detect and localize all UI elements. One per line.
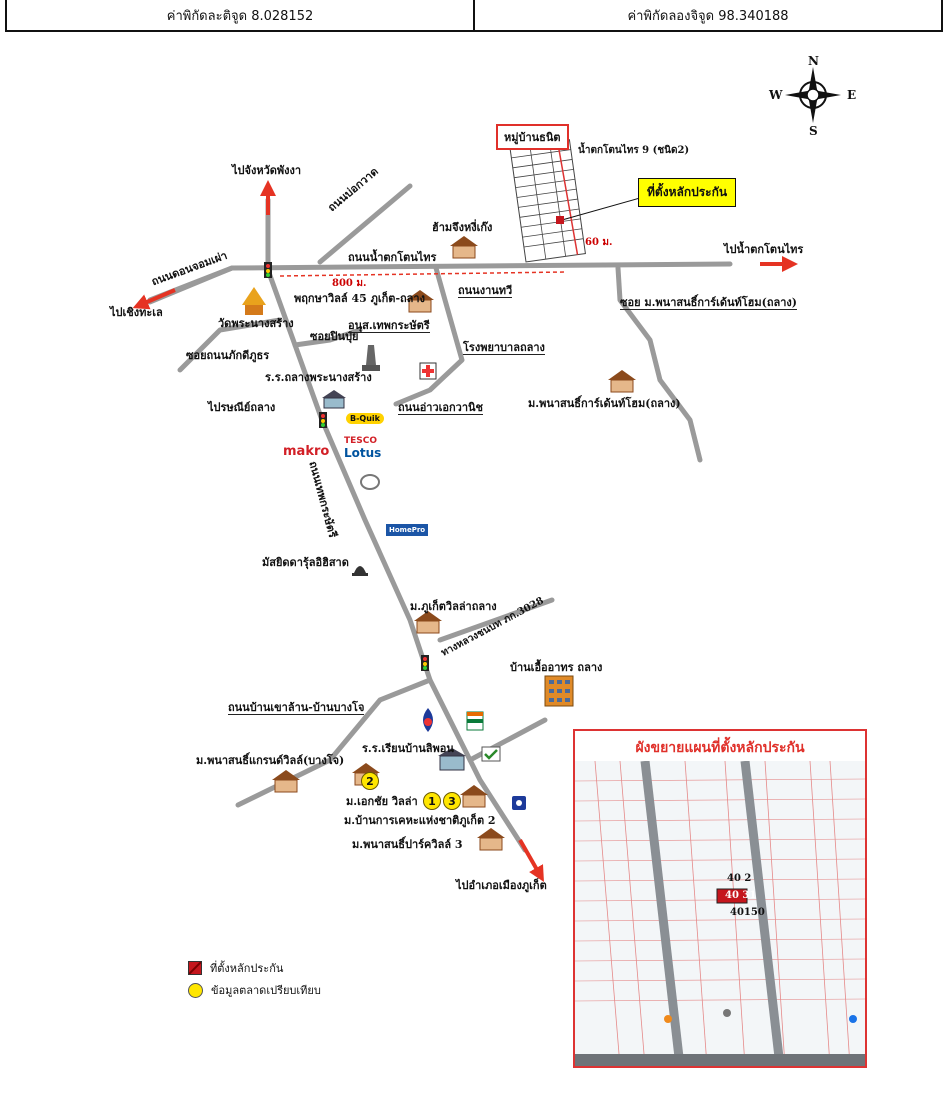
legend-collateral-label: ที่ตั้งหลักประกัน [210,962,284,975]
distance-800-line [279,271,566,277]
label-phuket-villa: ม.ภูเก็ตวิลล่าถลาง [410,600,497,613]
road-nganthawi [393,265,465,407]
makro-logo: makro [283,444,330,459]
callout-pointer [561,197,641,221]
label-to-mueang: ไปอำเภอเมืองภูเก็ต [456,879,547,892]
label-to-phangnga: ไปจังหวัดพังงา [232,164,302,177]
collateral-callout: ที่ตั้งหลักประกัน [638,178,737,207]
label-ekachai: ม.เอกชัย วิลล่า [346,795,418,808]
distance-60-label: 60 ม. [585,237,613,248]
apartment-icon [544,675,574,707]
road-soi-pinyu [292,327,363,348]
inset-title: ผังขยายแผนที่ตั้งหลักประกัน [635,740,805,756]
label-road-khaolan: ถนนบ้านเขาล้าน-บ้านบางโจ [228,701,365,715]
traffic-lights [264,262,429,671]
label-to-waterfall: ไปน้ำตกโตนไทร [724,243,804,256]
coordinates-table: ค่าพิกัดละติจูด 8.028152 ค่าพิกัดลองจิจู… [5,0,943,32]
house-icon [406,290,434,313]
label-mosque: มัสยิดดารุ้ลอิฮิสาด [262,556,349,569]
lotus-logo: Lotus [344,446,382,460]
compass-icon [785,67,841,123]
school-icon [322,390,346,409]
house-icon [608,370,636,393]
village-block [509,139,586,263]
market-swatch-icon [188,982,203,998]
label-pruksa: พฤกษาวิลล์ 45 ภูเก็ต-ถลาง [294,292,425,305]
label-phanason-garden: ม.พนาสนธิ์การ์เด้นท์โฮม(ถลาง) [528,397,681,410]
inset-map: ผังขยายแผนที่ตั้งหลักประกัน 40 2 40 31 4… [573,729,867,1068]
inset-parcels [575,761,865,1066]
temple-icon [242,287,266,315]
label-temple-hoo: ฮ้ามจึงหงี่เก๊ง [432,221,493,234]
label-road-ngan: ถนนงานทวี [458,284,513,298]
bquik-logo: B-Quik [346,413,384,424]
house-icon [272,770,300,793]
label-kheha: ม.บ้านการเคหะแห่งชาติภูเก็ต 2 [344,814,496,827]
inset-plot-main: 40 31 [725,890,757,901]
label-wat: วัดพระนางสร้าง [218,317,294,330]
village-callout: หมู่บ้านธนิต [496,124,569,150]
road-network [147,183,733,853]
compass-west: W [769,88,783,102]
legend-row-collateral: ที่ตั้งหลักประกัน [188,957,321,979]
longitude-cell: ค่าพิกัดลองจิจูด 98.340188 [473,0,941,30]
direction-arrows [132,180,798,882]
collateral-plot [556,216,564,224]
label-hospital: โรงพยาบาลถลาง [463,341,545,355]
homepro-logo: HomePro [386,524,429,536]
house-icon [460,785,488,808]
label-school: ร.ร.ถลางพระนางสร้าง [265,371,372,384]
tesco-logo: TESCO [344,436,378,446]
monument-icon [362,345,380,371]
market-marker-1: 1 [423,792,441,810]
seven-eleven-icon [466,711,484,731]
label-phanason-grand: ม.พนาสนธิ์แกรนด์วิลล์(บางโจ) [196,754,345,767]
latitude-cell: ค่าพิกัดละติจูด 8.028152 [166,8,314,24]
inset-plot-bottom: 40150 [730,907,765,918]
gas-station-icon [423,708,433,732]
label-road-aew: ถนนอ่าวเอกวานิช [398,401,484,415]
checkmark-icon [481,746,501,762]
label-school-banlipon: ร.ร.เรียนบ้านลิพอน [362,742,454,755]
collateral-swatch-icon [188,961,202,975]
legend-market-label: ข้อมูลตลาดเปรียบเทียบ [211,984,321,997]
label-phanason-park: ม.พนาสนธิ์ปาร์ควิลล์ 3 [352,838,463,851]
arrow-west [132,288,176,310]
compass-east: E [847,88,857,102]
label-ban-euathorn: บ้านเอื้ออาทร ถลาง [510,661,603,674]
hospital-icon [419,362,437,380]
mosque-icon [352,566,368,576]
legend: ที่ตั้งหลักประกัน ข้อมูลตลาดเปรียบเทียบ [188,957,321,1001]
road-bokwat [317,183,413,265]
house-icon [477,828,505,851]
road-soi-phakdi [177,317,283,373]
road-soi-phanason [615,265,703,463]
label-soi-pinyu: ซอยปินปุ่ย [310,330,359,343]
car-dealer-icon [360,474,380,490]
market-marker-2: 2 [361,772,379,790]
legend-row-market: ข้อมูลตลาดเปรียบเทียบ [188,979,321,1001]
house-icon [450,236,478,259]
label-soi-phanason: ซอย ม.พนาสนธิ์การ์เด้นท์โฮม(ถลาง) [620,296,797,310]
label-to-sea: ไปเชิงทะเล [110,306,163,319]
road-3028 [437,597,555,643]
road-thepkasattri [265,197,528,853]
compass-north: N [808,54,819,68]
store-badge-icon [512,796,526,810]
house-icon [414,611,442,634]
label-road-waterfall: ถนนน้ำตกโตนไทร [348,251,437,264]
school-banlipon-icon [438,748,466,771]
compass-south: S [809,124,818,138]
label-post-office: ไปรษณีย์ถลาง [208,401,276,414]
label-soi-thanon: ซอยถนนภักดีภูธร [186,349,270,362]
inset-plot-top: 40 2 [727,873,752,884]
label-monument: อนุส.เทพกระษัตรี [348,319,430,333]
arrow-south [518,839,544,882]
village-detail-label: น้ำตกโตนไทร 9 (ชนิด2) [578,145,690,156]
distance-800-label: 800 ม. [332,278,367,289]
market-marker-3: 3 [443,792,461,810]
